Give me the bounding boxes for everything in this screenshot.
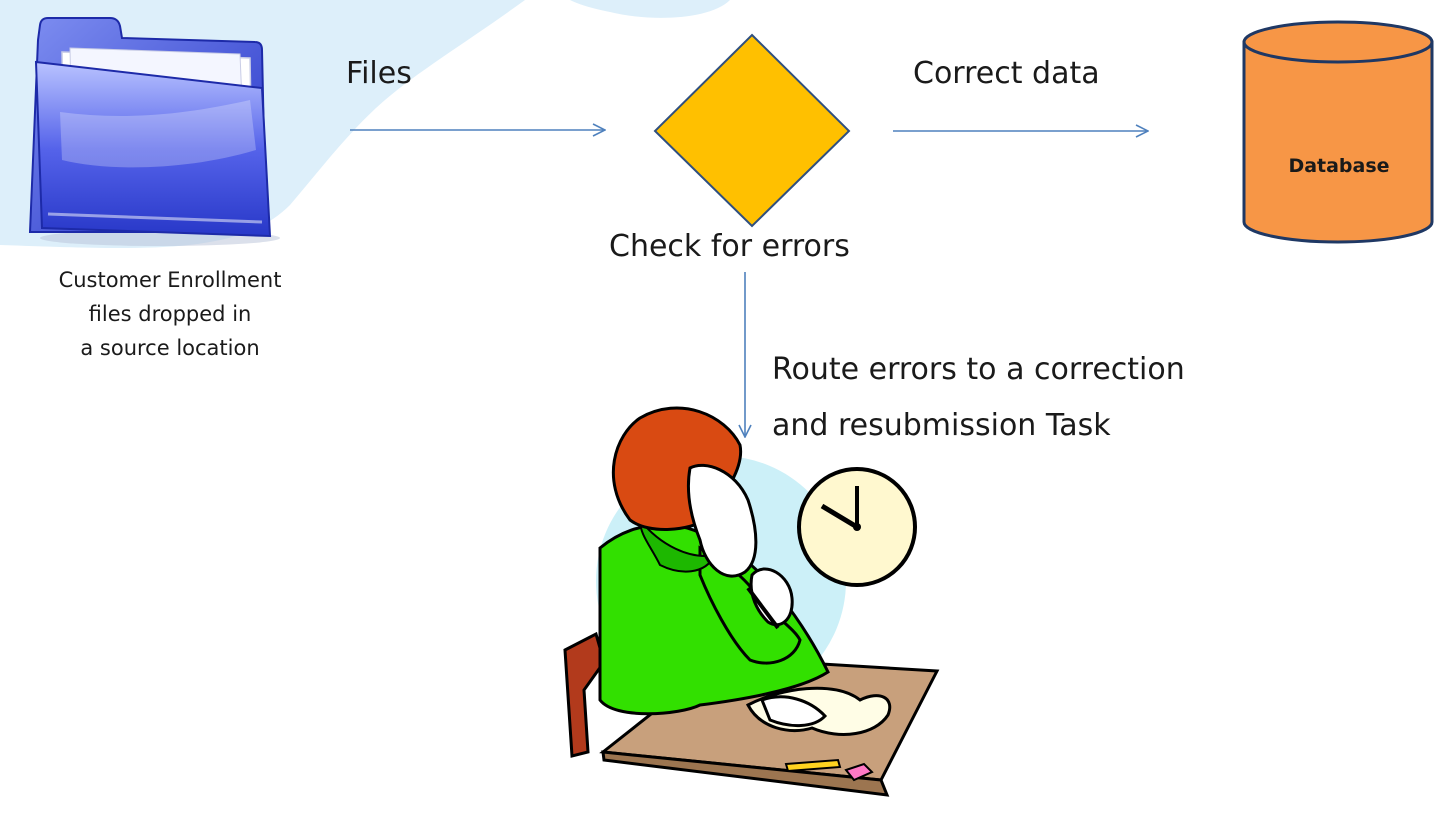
route-errors-line-2: and resubmission Task: [772, 408, 1111, 443]
source-caption-line-1: Customer Enrollment: [58, 268, 282, 292]
decision-label: Check for errors: [609, 229, 850, 264]
edge-label-route-errors: Route errors to a correction and resubmi…: [772, 342, 1185, 454]
database-cylinder: [1242, 20, 1434, 244]
folder-icon: [28, 17, 280, 246]
source-caption: Customer Enrollment files dropped in a s…: [20, 263, 320, 365]
edge-label-correct-data: Correct data: [913, 56, 1100, 91]
decision-diamond: [653, 33, 851, 228]
database-label: Database: [1288, 155, 1390, 177]
clock-icon: [797, 467, 917, 587]
edge-label-files: Files: [346, 56, 412, 91]
source-caption-line-2: files dropped in: [88, 302, 252, 326]
source-caption-line-3: a source location: [80, 336, 260, 360]
person-at-desk-icon: [563, 406, 940, 797]
route-errors-line-1: Route errors to a correction: [772, 352, 1185, 387]
background-blob-top: [570, 0, 730, 18]
